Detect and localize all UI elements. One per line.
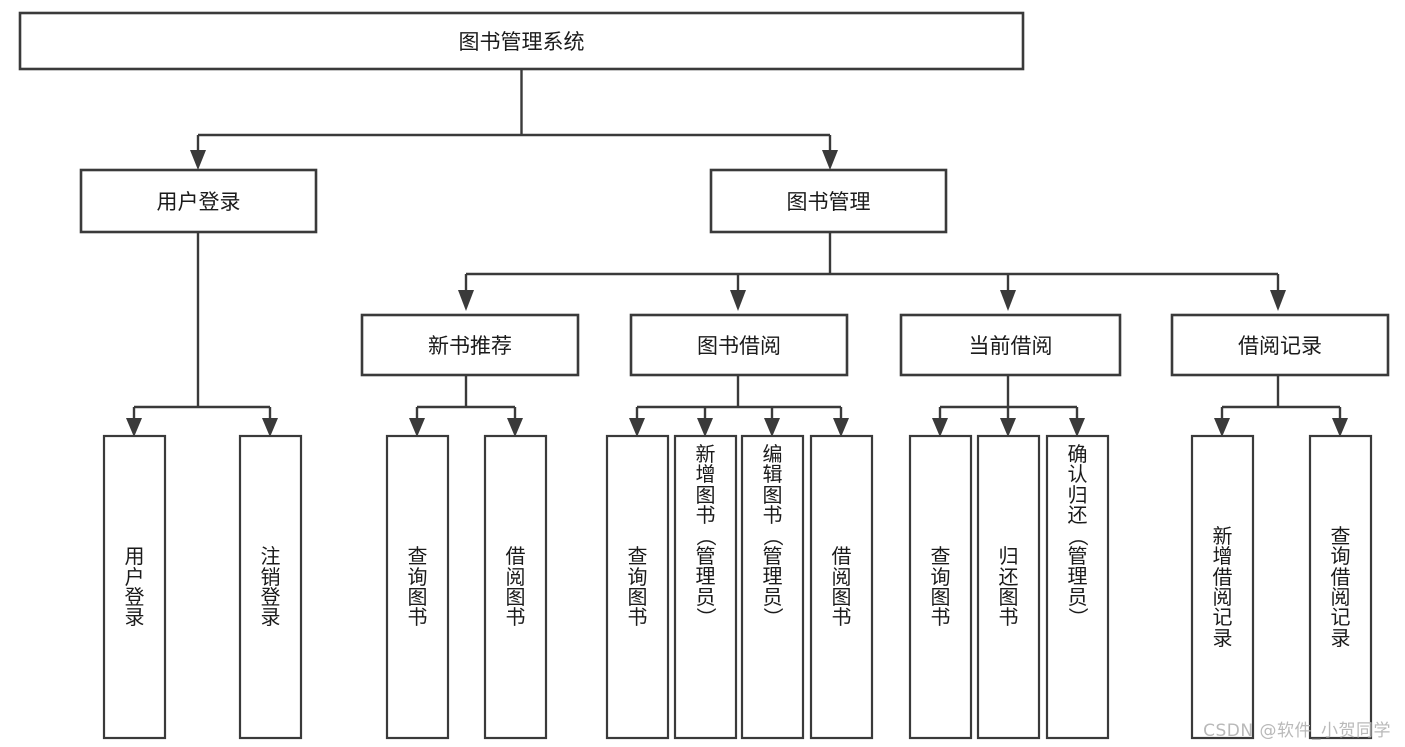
arrow-head-leaf-query-record [1332, 418, 1348, 437]
arrow-head-leaf-user-login [126, 418, 142, 437]
arrow-head-user-login [190, 150, 206, 170]
node-root[interactable] [18, 11, 1025, 71]
arrow-head-leaf-confirm-return [1069, 418, 1085, 437]
arrow-head-leaf-add-book [697, 418, 713, 437]
arrow-head-leaf-edit-book [764, 418, 780, 437]
node-leaf-query-book-1[interactable] [385, 434, 450, 740]
arrow-head-new-book-rec [458, 290, 474, 311]
node-leaf-query-book-2[interactable] [605, 434, 670, 740]
node-layer [18, 11, 1390, 740]
node-leaf-query-book-3[interactable] [908, 434, 973, 740]
arrow-head-book-borrow [730, 290, 746, 311]
node-leaf-confirm-return[interactable] [1045, 434, 1110, 740]
node-leaf-borrow-book-1[interactable] [483, 434, 548, 740]
arrow-head-leaf-query-book-3 [932, 418, 948, 437]
arrow-head-leaf-query-book-1 [409, 418, 425, 437]
node-borrow-record[interactable] [1170, 313, 1390, 377]
arrow-head-leaf-query-book-2 [629, 418, 645, 437]
node-leaf-edit-book[interactable] [740, 434, 805, 740]
arrow-head-leaf-borrow-book-2 [833, 418, 849, 437]
node-leaf-add-record[interactable] [1190, 434, 1255, 740]
connector-layer [126, 69, 1348, 437]
arrow-head-current-borrow [1000, 290, 1016, 311]
node-new-book-rec[interactable] [360, 313, 580, 377]
node-current-borrow[interactable] [899, 313, 1122, 377]
node-leaf-query-record[interactable] [1308, 434, 1373, 740]
node-book-manage[interactable] [709, 168, 948, 234]
arrow-head-leaf-add-record [1214, 418, 1230, 437]
node-leaf-add-book[interactable] [673, 434, 738, 740]
node-leaf-borrow-book-2[interactable] [809, 434, 874, 740]
arrow-head-book-manage [822, 150, 838, 170]
node-leaf-user-login[interactable] [102, 434, 167, 740]
arrow-head-leaf-return-book [1000, 418, 1016, 437]
node-user-login[interactable] [79, 168, 318, 234]
arrow-head-leaf-borrow-book-1 [507, 418, 523, 437]
arrow-head-borrow-record [1270, 290, 1286, 311]
node-book-borrow[interactable] [629, 313, 849, 377]
arrow-head-leaf-logout [262, 418, 278, 437]
node-leaf-logout[interactable] [238, 434, 303, 740]
node-leaf-return-book[interactable] [976, 434, 1041, 740]
